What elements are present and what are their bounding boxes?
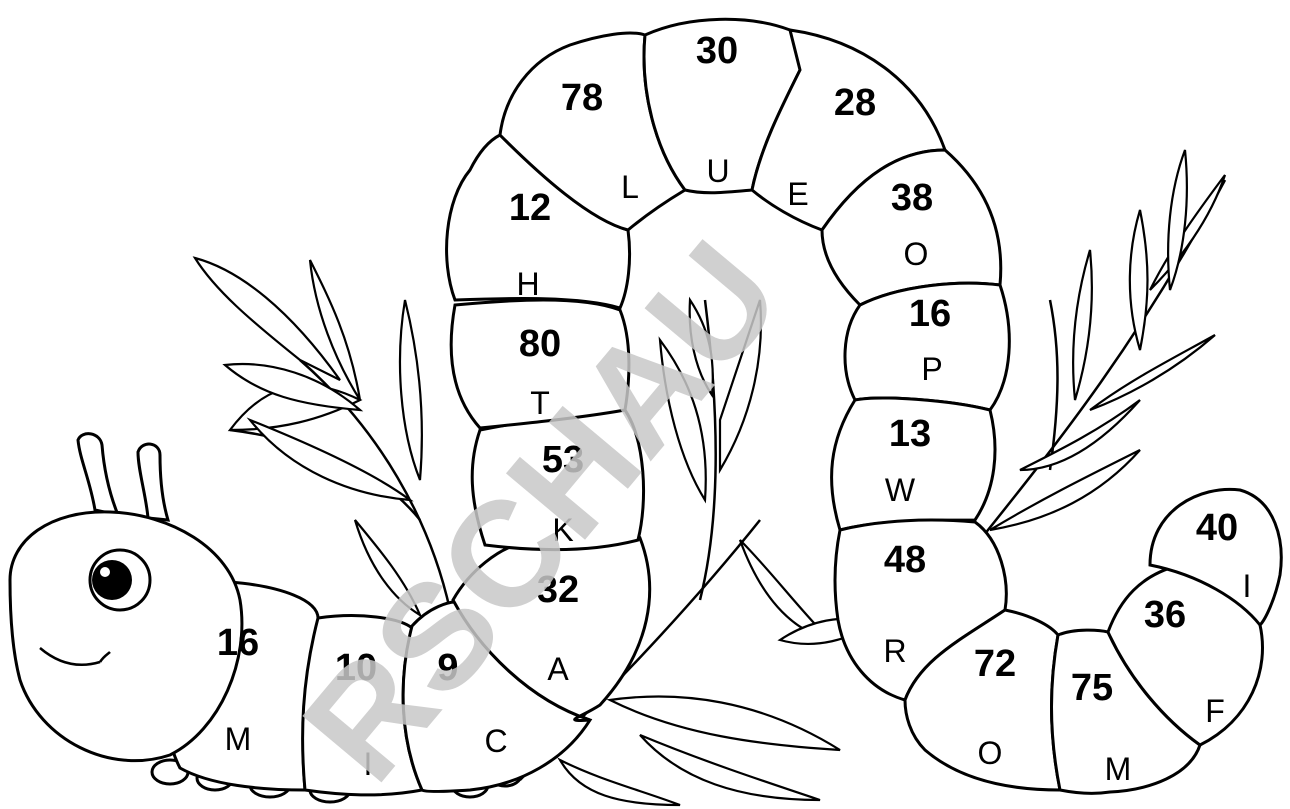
segment-number: 16 (217, 622, 259, 664)
segment-number: 53 (542, 439, 584, 481)
segment-number: 10 (335, 647, 377, 689)
segment-number: 40 (1196, 507, 1238, 549)
body-segment (830, 396, 997, 532)
segment-letter: M (1105, 751, 1132, 787)
left-leaf-branch (192, 256, 452, 618)
segment-number: 13 (889, 413, 931, 455)
segment-letter: O (904, 236, 929, 272)
body-segment (1148, 487, 1283, 628)
segment-letter: R (883, 633, 906, 669)
segment-number: 36 (1144, 594, 1186, 636)
segment-number: 80 (519, 323, 561, 365)
segment-number: 28 (834, 82, 876, 124)
segment-letter: F (1205, 693, 1225, 729)
segment-letter: T (530, 385, 550, 421)
segment-number: 9 (437, 647, 458, 689)
body-segment (1106, 563, 1264, 747)
segment-letter: M (225, 721, 252, 757)
segment-letter: E (787, 176, 808, 212)
segment-number: 38 (891, 177, 933, 219)
segment-letter: L (621, 169, 639, 205)
segment-number: 16 (909, 293, 951, 335)
segment-number: 48 (884, 539, 926, 581)
segment-letter: A (547, 651, 569, 687)
caterpillar-head (8, 432, 244, 763)
segment-number: 30 (696, 30, 738, 72)
segment-number: 12 (509, 187, 551, 229)
segment-letter: W (885, 472, 916, 508)
segment-number: 75 (1071, 667, 1113, 709)
segment-letter: H (516, 266, 539, 302)
segment-letter: U (706, 153, 729, 189)
segment-letter: O (978, 735, 1003, 771)
body-segment (820, 148, 1003, 307)
segment-number: 32 (537, 569, 579, 611)
segment-letter: K (552, 512, 573, 548)
segment-letter: I (364, 746, 373, 782)
segment-letter: I (1243, 568, 1252, 604)
caterpillar-body (162, 17, 1283, 797)
middle-leaf-branch (519, 296, 884, 807)
segment-letter: C (484, 723, 507, 759)
segment-number: 78 (561, 77, 603, 119)
segment-letter: P (921, 351, 942, 387)
segment-number: 72 (974, 643, 1016, 685)
body-segment (449, 298, 631, 430)
right-leaf-branch (979, 149, 1227, 541)
